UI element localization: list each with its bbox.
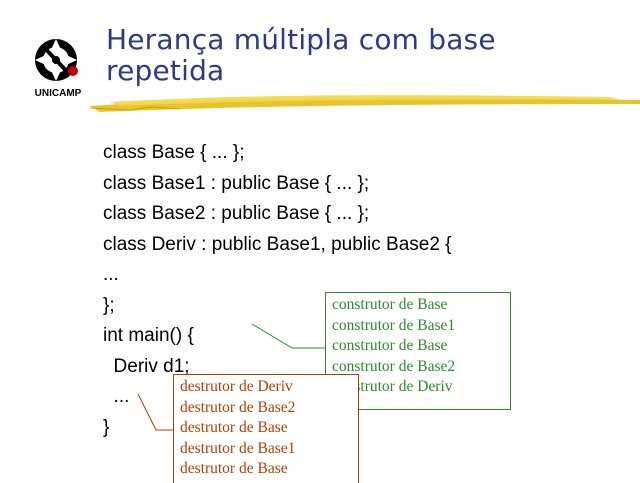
code-line: class Base2 : public Base { ... }; [103, 203, 370, 224]
slide-title-line1: Herança múltipla com base [106, 23, 496, 56]
code-line: int main() { [103, 325, 194, 346]
code-line: class Deriv : public Base1, public Base2… [103, 233, 452, 255]
logo-emblem-icon [35, 39, 78, 81]
code-line: class Base { ... }; [103, 142, 245, 163]
constructor-entry: construtor de Base [332, 296, 448, 313]
title-underline-brush [90, 95, 640, 112]
logo-text: UNICAMP [35, 88, 82, 99]
slide-title-line2: repetida [106, 54, 225, 87]
code-line: ... [103, 386, 130, 407]
constructor-entry: construtor de Base1 [332, 316, 456, 334]
code-line: } [103, 416, 110, 438]
code-line: }; [103, 294, 115, 316]
code-line: Deriv d1; [103, 355, 190, 377]
destructor-entry: destrutor de Deriv [180, 378, 293, 395]
constructor-entry: construtor de Base2 [332, 357, 456, 375]
code-line: ... [103, 264, 119, 285]
constructor-entry: construtor de Deriv [332, 378, 453, 395]
unicamp-logo: UNICAMP [35, 39, 82, 99]
destructor-entry: destrutor de Base [180, 419, 288, 436]
destructor-entry: destrutor de Base1 [180, 439, 296, 457]
destructor-entry: destrutor de Base2 [180, 398, 296, 416]
constructor-entry: construtor de Base [332, 337, 448, 354]
code-line: class Base1 : public Base { ... }; [103, 172, 370, 194]
destructor-entry: destrutor de Base [180, 460, 288, 477]
code-block: class Base { ... }; class Base1 : public… [103, 138, 452, 443]
destructor-order-callout: destrutor de Deriv destrutor de Base2 de… [173, 374, 359, 483]
slide-title: Herança múltipla com base repetida [106, 24, 626, 86]
